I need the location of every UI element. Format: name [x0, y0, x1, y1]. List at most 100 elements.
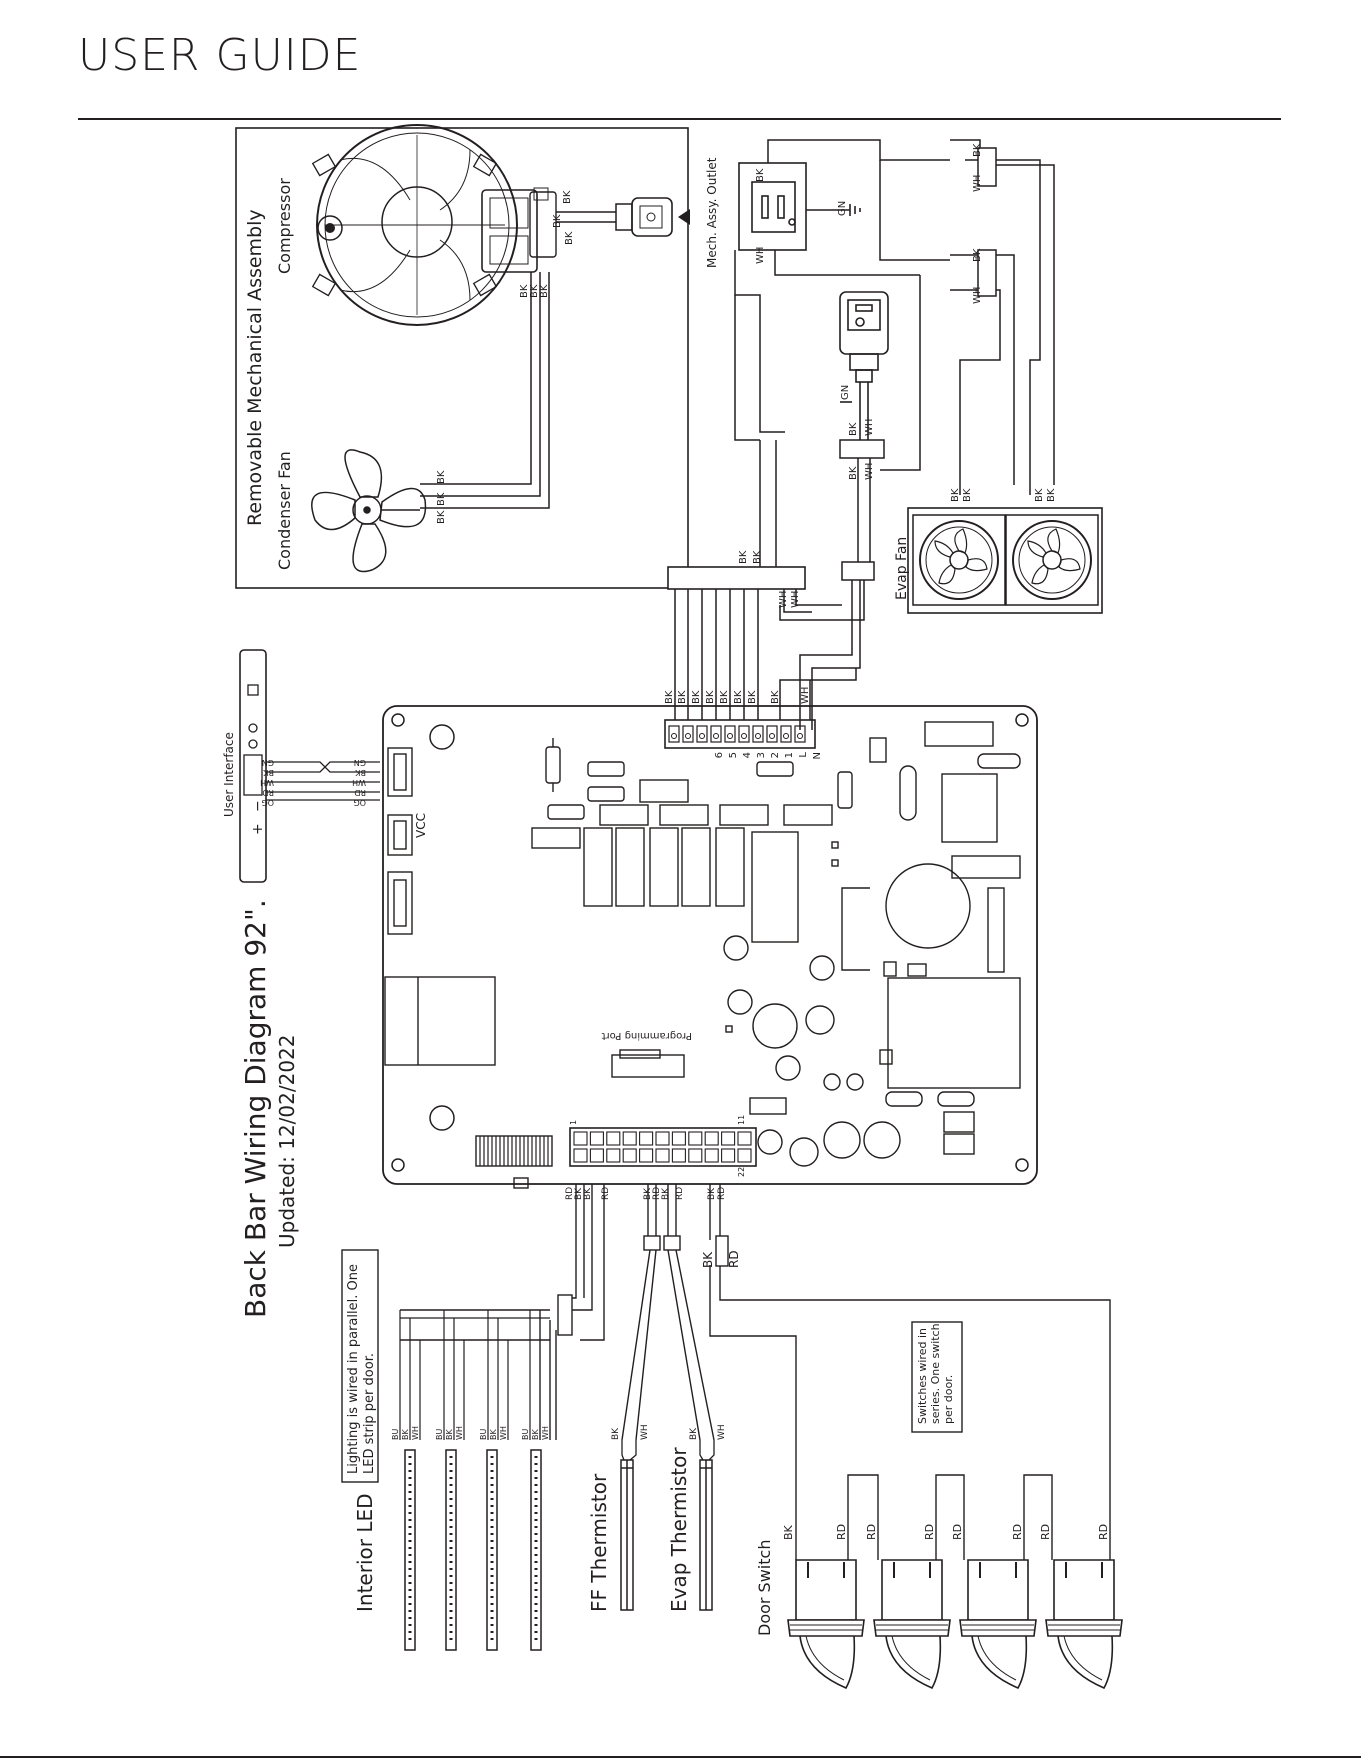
mechanical-assembly-label: Removable Mechanical Assembly — [244, 209, 266, 526]
terminal-cell — [780, 725, 792, 743]
pin-cells — [573, 1131, 752, 1163]
terminal-screw — [713, 733, 719, 739]
outlet-wire-gn: GN — [837, 201, 848, 216]
pin-cell — [737, 1148, 752, 1163]
terminal-number: 3 — [756, 752, 767, 758]
door-switch-wiring — [795, 1474, 1111, 1560]
heatsink-fins — [479, 1136, 549, 1166]
led-wire-label: WH — [499, 1426, 508, 1440]
terminal-cell — [668, 725, 680, 743]
term-wire-bk-3: BK — [691, 690, 702, 704]
harness-wh-1: WH — [778, 591, 789, 608]
compressor-fan-wires — [420, 272, 550, 509]
fan-wire-bk-4: BK — [436, 470, 447, 484]
terminal-block — [664, 719, 816, 749]
wire-harness-block — [667, 566, 806, 590]
pin-cell — [688, 1131, 703, 1146]
pin-cell — [721, 1131, 736, 1146]
plug-wire-gn: GN — [840, 385, 851, 400]
evap-connector-wires — [779, 580, 865, 730]
bot-wire-rd-2: RD — [601, 1187, 611, 1200]
mech-assy-outlet — [738, 162, 861, 251]
terminal-number: N — [812, 752, 823, 759]
term-wire-bk-4: BK — [705, 690, 716, 704]
user-interface-label: User Interface — [222, 732, 236, 817]
terminal-cells — [668, 725, 806, 743]
diagram-title: Back Bar Wiring Diagram 92". — [239, 899, 272, 1318]
programming-port-label: Programming Port — [602, 1030, 692, 1041]
term-wire-bk-1: BK — [664, 690, 675, 704]
terminal-screw — [755, 733, 761, 739]
pin-cell — [721, 1148, 736, 1163]
evap-fan-label: Evap Fan — [894, 537, 910, 600]
switch-note-box — [911, 1321, 963, 1433]
term-wire-bk-7: BK — [747, 690, 758, 704]
bot-wire-bk-1: BK — [574, 1187, 584, 1200]
led-wire-label: BU — [479, 1429, 488, 1440]
switch-note-line-2: series. One switch — [929, 1323, 942, 1424]
condenser-fan-label: Condenser Fan — [275, 451, 294, 570]
ui-wire-label: BK — [355, 768, 366, 777]
pin-cell — [655, 1148, 670, 1163]
lighting-note-line-2: LED strip per door. — [362, 1353, 377, 1474]
terminal-screw — [797, 733, 803, 739]
evap-thermistor-probe — [699, 1459, 713, 1611]
plug-wire-wh: WH — [864, 419, 875, 436]
ui-wires — [266, 761, 380, 801]
diagram-updated: Updated: 12/02/2022 — [275, 1035, 299, 1249]
term-wire-wh-1: WH — [800, 687, 811, 704]
led-strips — [403, 1448, 543, 1652]
terminal-screw — [727, 733, 733, 739]
terminal-cell — [738, 725, 750, 743]
ff-therm-wire-bk: BK — [611, 1427, 621, 1440]
pin-cell — [704, 1131, 719, 1146]
pin-cell — [671, 1148, 686, 1163]
board-components — [384, 721, 1021, 1189]
door-wire-rd-3: RD — [923, 1524, 936, 1540]
ff-thermistor-label: FF Thermistor — [587, 1473, 611, 1612]
switch-note-line-3: per door. — [942, 1375, 955, 1424]
outlet-wire-wh: WH — [755, 247, 766, 264]
harness-top-bk-2: BK — [752, 550, 763, 564]
bot-wire-rd-5: RD — [717, 1187, 727, 1200]
led-wire-label: WH — [541, 1426, 550, 1440]
ui-board-connector — [387, 747, 413, 935]
door-wire-rd-6: RD — [1039, 1524, 1052, 1540]
terminal-cell — [710, 725, 722, 743]
terminal-cell — [696, 725, 708, 743]
ui-wire-label: GN — [262, 758, 274, 767]
evap-wire-bk-1: BK — [950, 488, 961, 502]
pin-cell — [639, 1148, 654, 1163]
led-harness-wires — [399, 1310, 550, 1440]
bot-wire-bk-2: BK — [583, 1187, 593, 1200]
ui-wire-label: WH — [260, 778, 274, 787]
terminal-cell — [682, 725, 694, 743]
fan-wire-bk-5: BK — [436, 492, 447, 506]
pin-cell — [589, 1148, 604, 1163]
door-wire-rd-4: RD — [951, 1524, 964, 1540]
door-switch-label: Door Switch — [755, 1540, 774, 1636]
inline-plug — [839, 291, 889, 440]
switch-junction — [715, 1235, 729, 1267]
ui-wire-label: RD — [354, 788, 366, 797]
inline-wire-wh: WH — [864, 463, 875, 480]
terminal-number: 2 — [770, 752, 781, 758]
inline-wires — [857, 458, 871, 566]
board-mounting-holes — [391, 713, 1029, 1172]
bot-wire-bk-4: BK — [661, 1187, 671, 1200]
led-wire-label: BK — [445, 1429, 454, 1440]
interior-led-label: Interior LED — [353, 1494, 377, 1613]
compressor-drawing — [311, 124, 557, 326]
pin-cell — [589, 1131, 604, 1146]
terminal-screw — [783, 733, 789, 739]
terminal-number: 1 — [784, 752, 795, 758]
lighting-note-box — [341, 1249, 379, 1483]
evap-wire-bk-3: BK — [1034, 488, 1045, 502]
terminal-number: 6 — [714, 752, 725, 758]
page-header: USER GUIDE — [78, 30, 362, 81]
terminal-cell — [766, 725, 778, 743]
bot-wire-bk-3: BK — [643, 1187, 653, 1200]
pin-cell — [573, 1131, 588, 1146]
